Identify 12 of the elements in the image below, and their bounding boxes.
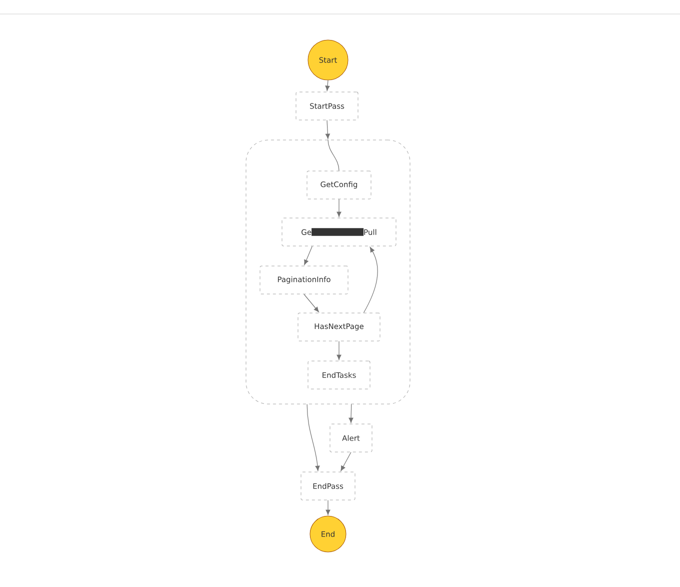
arrow	[304, 246, 312, 266]
arrow	[326, 500, 330, 515]
arrow	[325, 120, 330, 139]
arrow	[304, 294, 319, 312]
arrow	[336, 340, 342, 360]
arrow	[363, 246, 378, 314]
arrow	[340, 452, 352, 472]
arrow	[325, 80, 330, 91]
map-state-group	[246, 140, 410, 404]
arrow	[336, 198, 342, 217]
arrow	[348, 404, 354, 423]
arrow	[306, 404, 320, 471]
